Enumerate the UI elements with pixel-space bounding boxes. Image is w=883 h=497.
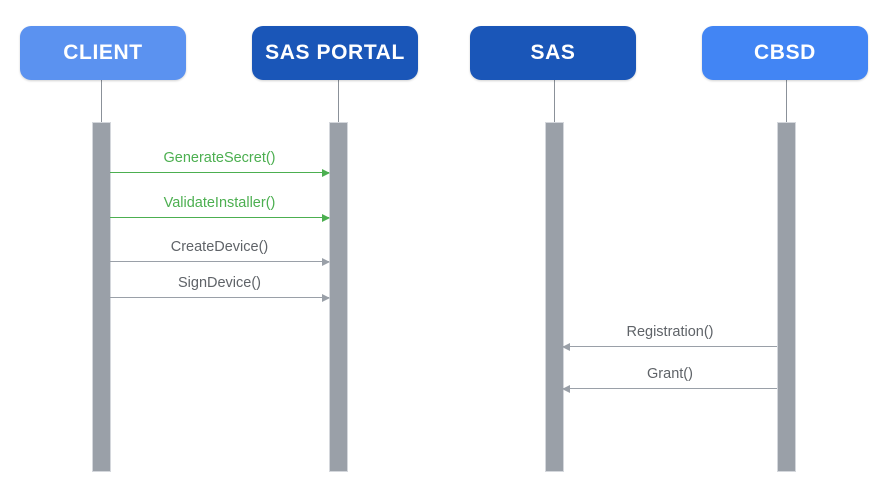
activation-bar-cbsd: [777, 122, 796, 472]
message-label-validate-installer: ValidateInstaller(): [163, 195, 276, 211]
participant-label-sas-portal: SAS PORTAL: [265, 41, 405, 64]
lifeline-client: [101, 80, 102, 122]
activation-bar-client: [92, 122, 111, 472]
message-label-generate-secret: GenerateSecret(): [163, 150, 276, 166]
message-label-sign-device: SignDevice(): [178, 275, 261, 291]
activation-bar-sas-portal: [329, 122, 348, 472]
participant-box-cbsd[interactable]: CBSD: [702, 26, 868, 80]
lifeline-sas-portal: [338, 80, 339, 122]
arrowhead-left-grant: [562, 384, 570, 393]
message-line-sign-device: [110, 297, 329, 298]
arrowhead-right-generate-secret: [322, 168, 330, 177]
arrowhead-left-registration: [562, 342, 570, 351]
activation-bar-sas: [545, 122, 564, 472]
message-line-validate-installer: [110, 217, 329, 218]
participant-label-sas: SAS: [530, 41, 576, 64]
lifeline-cbsd: [786, 80, 787, 122]
message-label-create-device: CreateDevice(): [170, 239, 269, 255]
lifeline-sas: [554, 80, 555, 122]
participant-label-client: CLIENT: [63, 41, 143, 64]
message-line-create-device: [110, 261, 329, 262]
participant-box-sas[interactable]: SAS: [470, 26, 636, 80]
arrowhead-right-validate-installer: [322, 213, 330, 222]
message-label-registration: Registration(): [626, 324, 714, 340]
participant-label-cbsd: CBSD: [754, 41, 816, 64]
participant-box-client[interactable]: CLIENT: [20, 26, 186, 80]
message-label-grant: Grant(): [647, 366, 693, 382]
arrowhead-right-sign-device: [322, 293, 330, 302]
participant-box-sas-portal[interactable]: SAS PORTAL: [252, 26, 418, 80]
message-line-generate-secret: [110, 172, 329, 173]
message-line-grant: [563, 388, 777, 389]
arrowhead-right-create-device: [322, 257, 330, 266]
message-line-registration: [563, 346, 777, 347]
